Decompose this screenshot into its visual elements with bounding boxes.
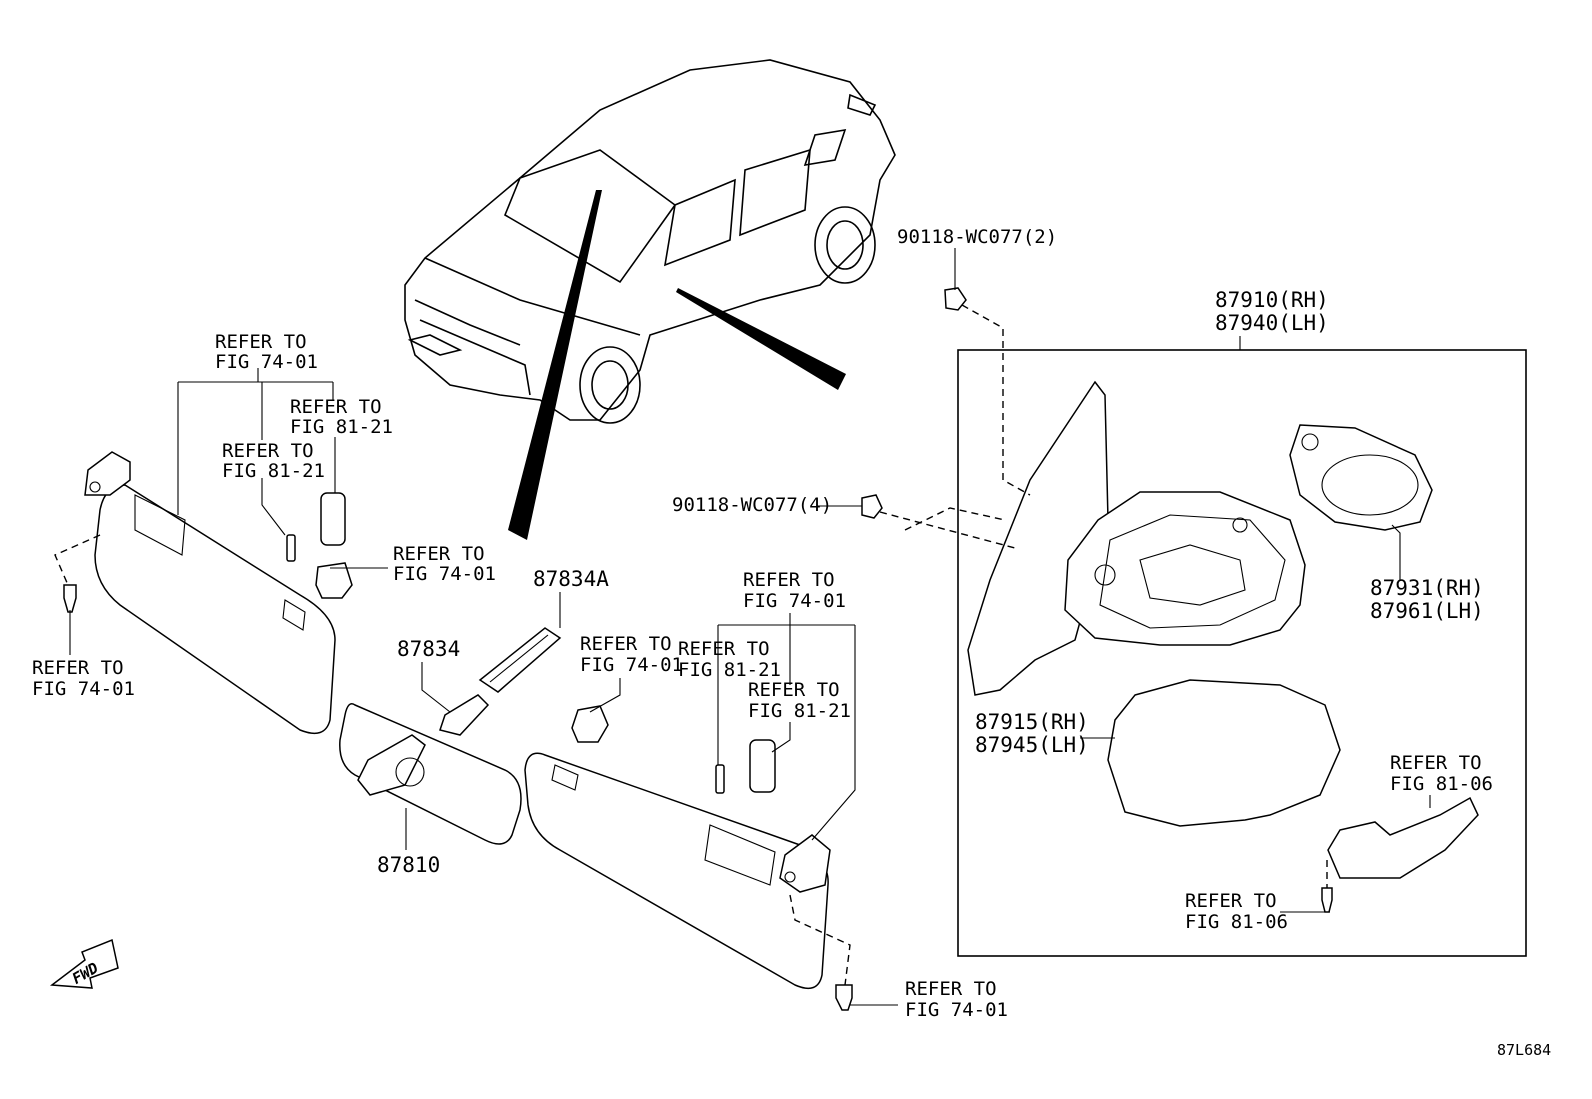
visor-hinge-left — [84, 451, 131, 496]
ref-screw-right-line1: REFER TO — [905, 978, 997, 1000]
screw-left — [63, 584, 77, 613]
pointer-wedge-windshield — [508, 190, 602, 540]
sun-visor-right — [524, 752, 853, 1011]
ref-right-visor-line1: REFER TO — [743, 569, 835, 591]
mirror-glass-87931 — [1289, 424, 1433, 531]
ref-turn-lamp-line1: REFER TO — [1390, 752, 1482, 774]
ref-visor-pin-line2: FIG 81-21 — [222, 460, 325, 482]
part-number-87940-lh: 87940(LH) — [1215, 311, 1329, 335]
inner-mirror-87810 — [339, 703, 522, 845]
ref-right-visor-line2: FIG 74-01 — [743, 590, 846, 612]
part-number-87834: 87834 — [397, 637, 460, 661]
ref-turn-lamp-line2: FIG 81-06 — [1390, 773, 1493, 795]
part-number-90118-wc077-2: 90118-WC077(2) — [897, 226, 1057, 248]
visor-pad-right — [749, 739, 776, 793]
side-turn-lamp — [1327, 796, 1479, 879]
vehicle-illustration — [404, 59, 896, 540]
part-number-87834A: 87834A — [533, 567, 609, 591]
ref-visor-pad-line1: REFER TO — [290, 396, 382, 418]
clip-90118-wc077-mid — [861, 494, 883, 519]
part-number-87931-rh: 87931(RH) — [1370, 576, 1484, 600]
pointer-wedge-door-mirror — [676, 288, 846, 390]
part-number-87945-lh: 87945(LH) — [975, 733, 1089, 757]
ref-right-pad-line1: REFER TO — [748, 679, 840, 701]
visor-hinge-right — [779, 834, 831, 893]
ref-screw-left-line1: REFER TO — [32, 657, 124, 679]
door-mirror-body — [967, 380, 1306, 696]
ref-screw-left-line2: FIG 74-01 — [32, 678, 135, 700]
ref-top-visor-line2: FIG 74-01 — [215, 351, 318, 373]
ref-screw-right-line2: FIG 74-01 — [905, 999, 1008, 1021]
screw-right — [835, 984, 853, 1011]
part-number-90118-wc077-4: 90118-WC077(4) — [672, 494, 832, 516]
ref-lamp-screw-line2: FIG 81-06 — [1185, 911, 1288, 933]
ref-visor-pin-line1: REFER TO — [222, 440, 314, 462]
ref-right-pad-line2: FIG 81-21 — [748, 700, 851, 722]
leader-lines — [69, 248, 1431, 1006]
part-number-87910-rh: 87910(RH) — [1215, 288, 1329, 312]
visor-pin-right — [715, 764, 725, 794]
visor-clip-left — [315, 562, 353, 599]
visor-pin-left — [286, 534, 296, 562]
ref-visor-clip-left-line1: REFER TO — [393, 543, 485, 565]
ref-visor-clip-right-line2: FIG 74-01 — [580, 654, 683, 676]
mirror-cover-87915 — [1107, 679, 1341, 827]
ref-top-visor-line1: REFER TO — [215, 331, 307, 353]
fwd-arrow-icon: FWD — [49, 938, 119, 989]
part-number-87961-lh: 87961(LH) — [1370, 599, 1484, 623]
part-number-87810: 87810 — [377, 853, 440, 877]
part-number-87915-rh: 87915(RH) — [975, 710, 1089, 734]
ref-right-pin-line2: FIG 81-21 — [678, 659, 781, 681]
ref-right-pin-line1: REFER TO — [678, 638, 770, 660]
cover-87834A — [478, 627, 562, 693]
ref-lamp-screw-line1: REFER TO — [1185, 890, 1277, 912]
ref-visor-clip-right-line1: REFER TO — [580, 633, 672, 655]
lamp-screw — [1321, 887, 1333, 913]
diagram-id: 87L684 — [1497, 1041, 1551, 1059]
door-mirror-assy-box — [957, 349, 1527, 957]
sun-visor-left — [54, 451, 336, 735]
clip-90118-wc077-top — [944, 287, 967, 311]
cover-87834 — [439, 694, 490, 736]
ref-visor-pad-line2: FIG 81-21 — [290, 416, 393, 438]
ref-visor-clip-left-line2: FIG 74-01 — [393, 563, 496, 585]
visor-pad-left — [320, 492, 346, 546]
